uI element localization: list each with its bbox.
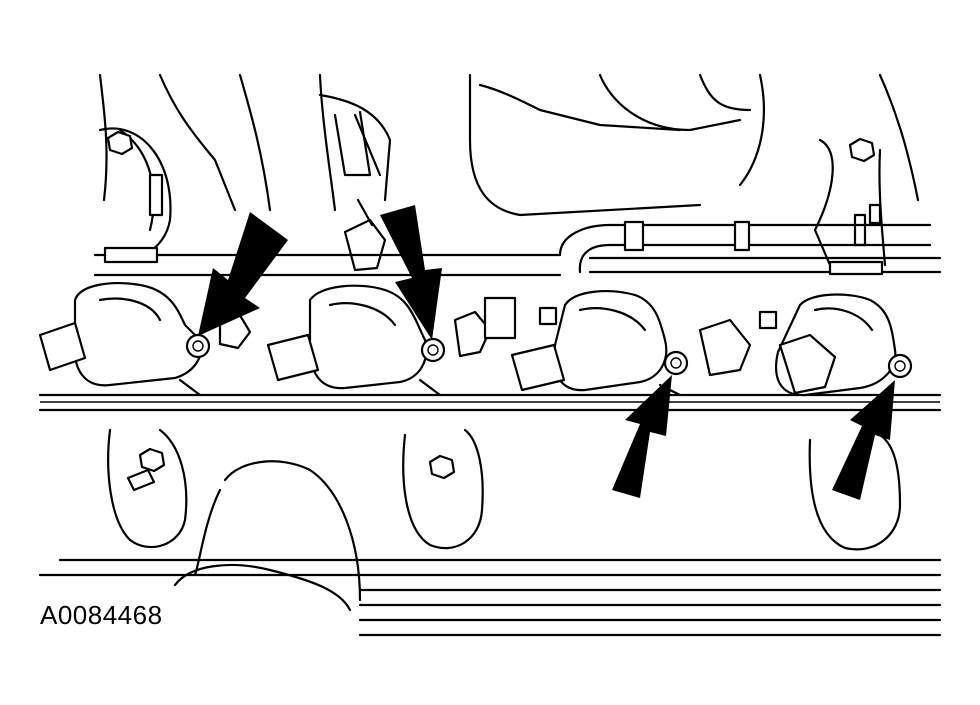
figure-code-label: A0084468 [40,600,163,630]
ignition-coil-2 [266,284,428,390]
coil-bolt-3 [663,350,689,376]
coil-bolt-1 [185,333,211,359]
coil-bolts [185,333,913,379]
coil-bolt-4 [887,353,913,379]
callout-arrow-3 [612,375,672,498]
coil-connectors [178,296,778,397]
upper-studs [106,130,887,267]
callout-arrow-4 [832,380,895,500]
callout-arrows [198,205,895,500]
callout-arrow-2 [380,205,442,340]
cylinder-head-bands [38,393,942,637]
coil-bolt-4-center [894,360,906,372]
fuel-rail [93,220,942,277]
upper-intake-structure [98,73,920,263]
ignition-coil-4 [775,293,897,397]
center-bracket [343,198,387,272]
coil-bolt-2 [420,337,446,363]
coil-bolt-1-center [192,340,204,352]
coil-bolt-3-center [670,357,682,369]
callout-arrow-1 [198,212,288,336]
coil-bolt-2-center [427,344,439,356]
lower-bosses [107,428,902,612]
ignition-coil-3 [510,290,668,392]
ignition-coil-1 [38,282,203,387]
